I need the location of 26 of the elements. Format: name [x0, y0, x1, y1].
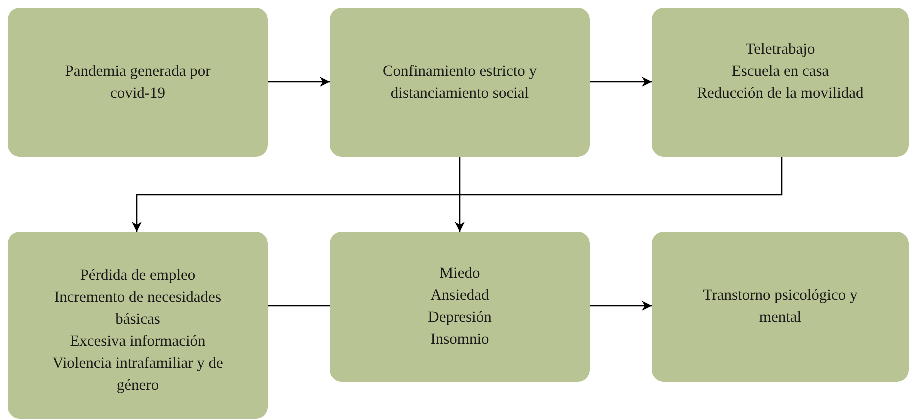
arrow	[590, 301, 652, 311]
box-text: Confinamiento estricto y distanciamiento social	[382, 62, 538, 104]
arrow	[455, 157, 465, 232]
process-box	[652, 8, 909, 157]
arrow	[132, 157, 783, 232]
box-text: Pérdida de empleo	[80, 266, 196, 286]
box-text: Teletrabajo	[746, 40, 816, 60]
box-text: Escuela en casa	[732, 62, 830, 82]
box-text: Pandemia generada por covid-19	[64, 62, 212, 104]
box-text: Transtorno psicológico y mental	[702, 286, 859, 328]
arrow	[268, 77, 330, 87]
connector-line	[268, 305, 330, 307]
arrow	[590, 77, 652, 87]
process-box	[8, 232, 268, 419]
process-box	[652, 232, 909, 382]
process-box	[8, 8, 268, 157]
box-text: Excesiva información	[70, 332, 206, 352]
box-text: Reducción de la movilidad	[697, 84, 864, 104]
box-text: Incremento de necesidades básicas	[54, 288, 222, 330]
box-text: Violencia intrafamiliar y de género	[52, 354, 224, 396]
process-box	[330, 8, 590, 157]
box-text: Ansiedad	[430, 286, 490, 306]
process-box	[330, 232, 590, 382]
box-text: Depresión	[428, 308, 492, 328]
box-text: Insomnio	[430, 330, 490, 350]
box-text: Miedo	[440, 264, 480, 284]
